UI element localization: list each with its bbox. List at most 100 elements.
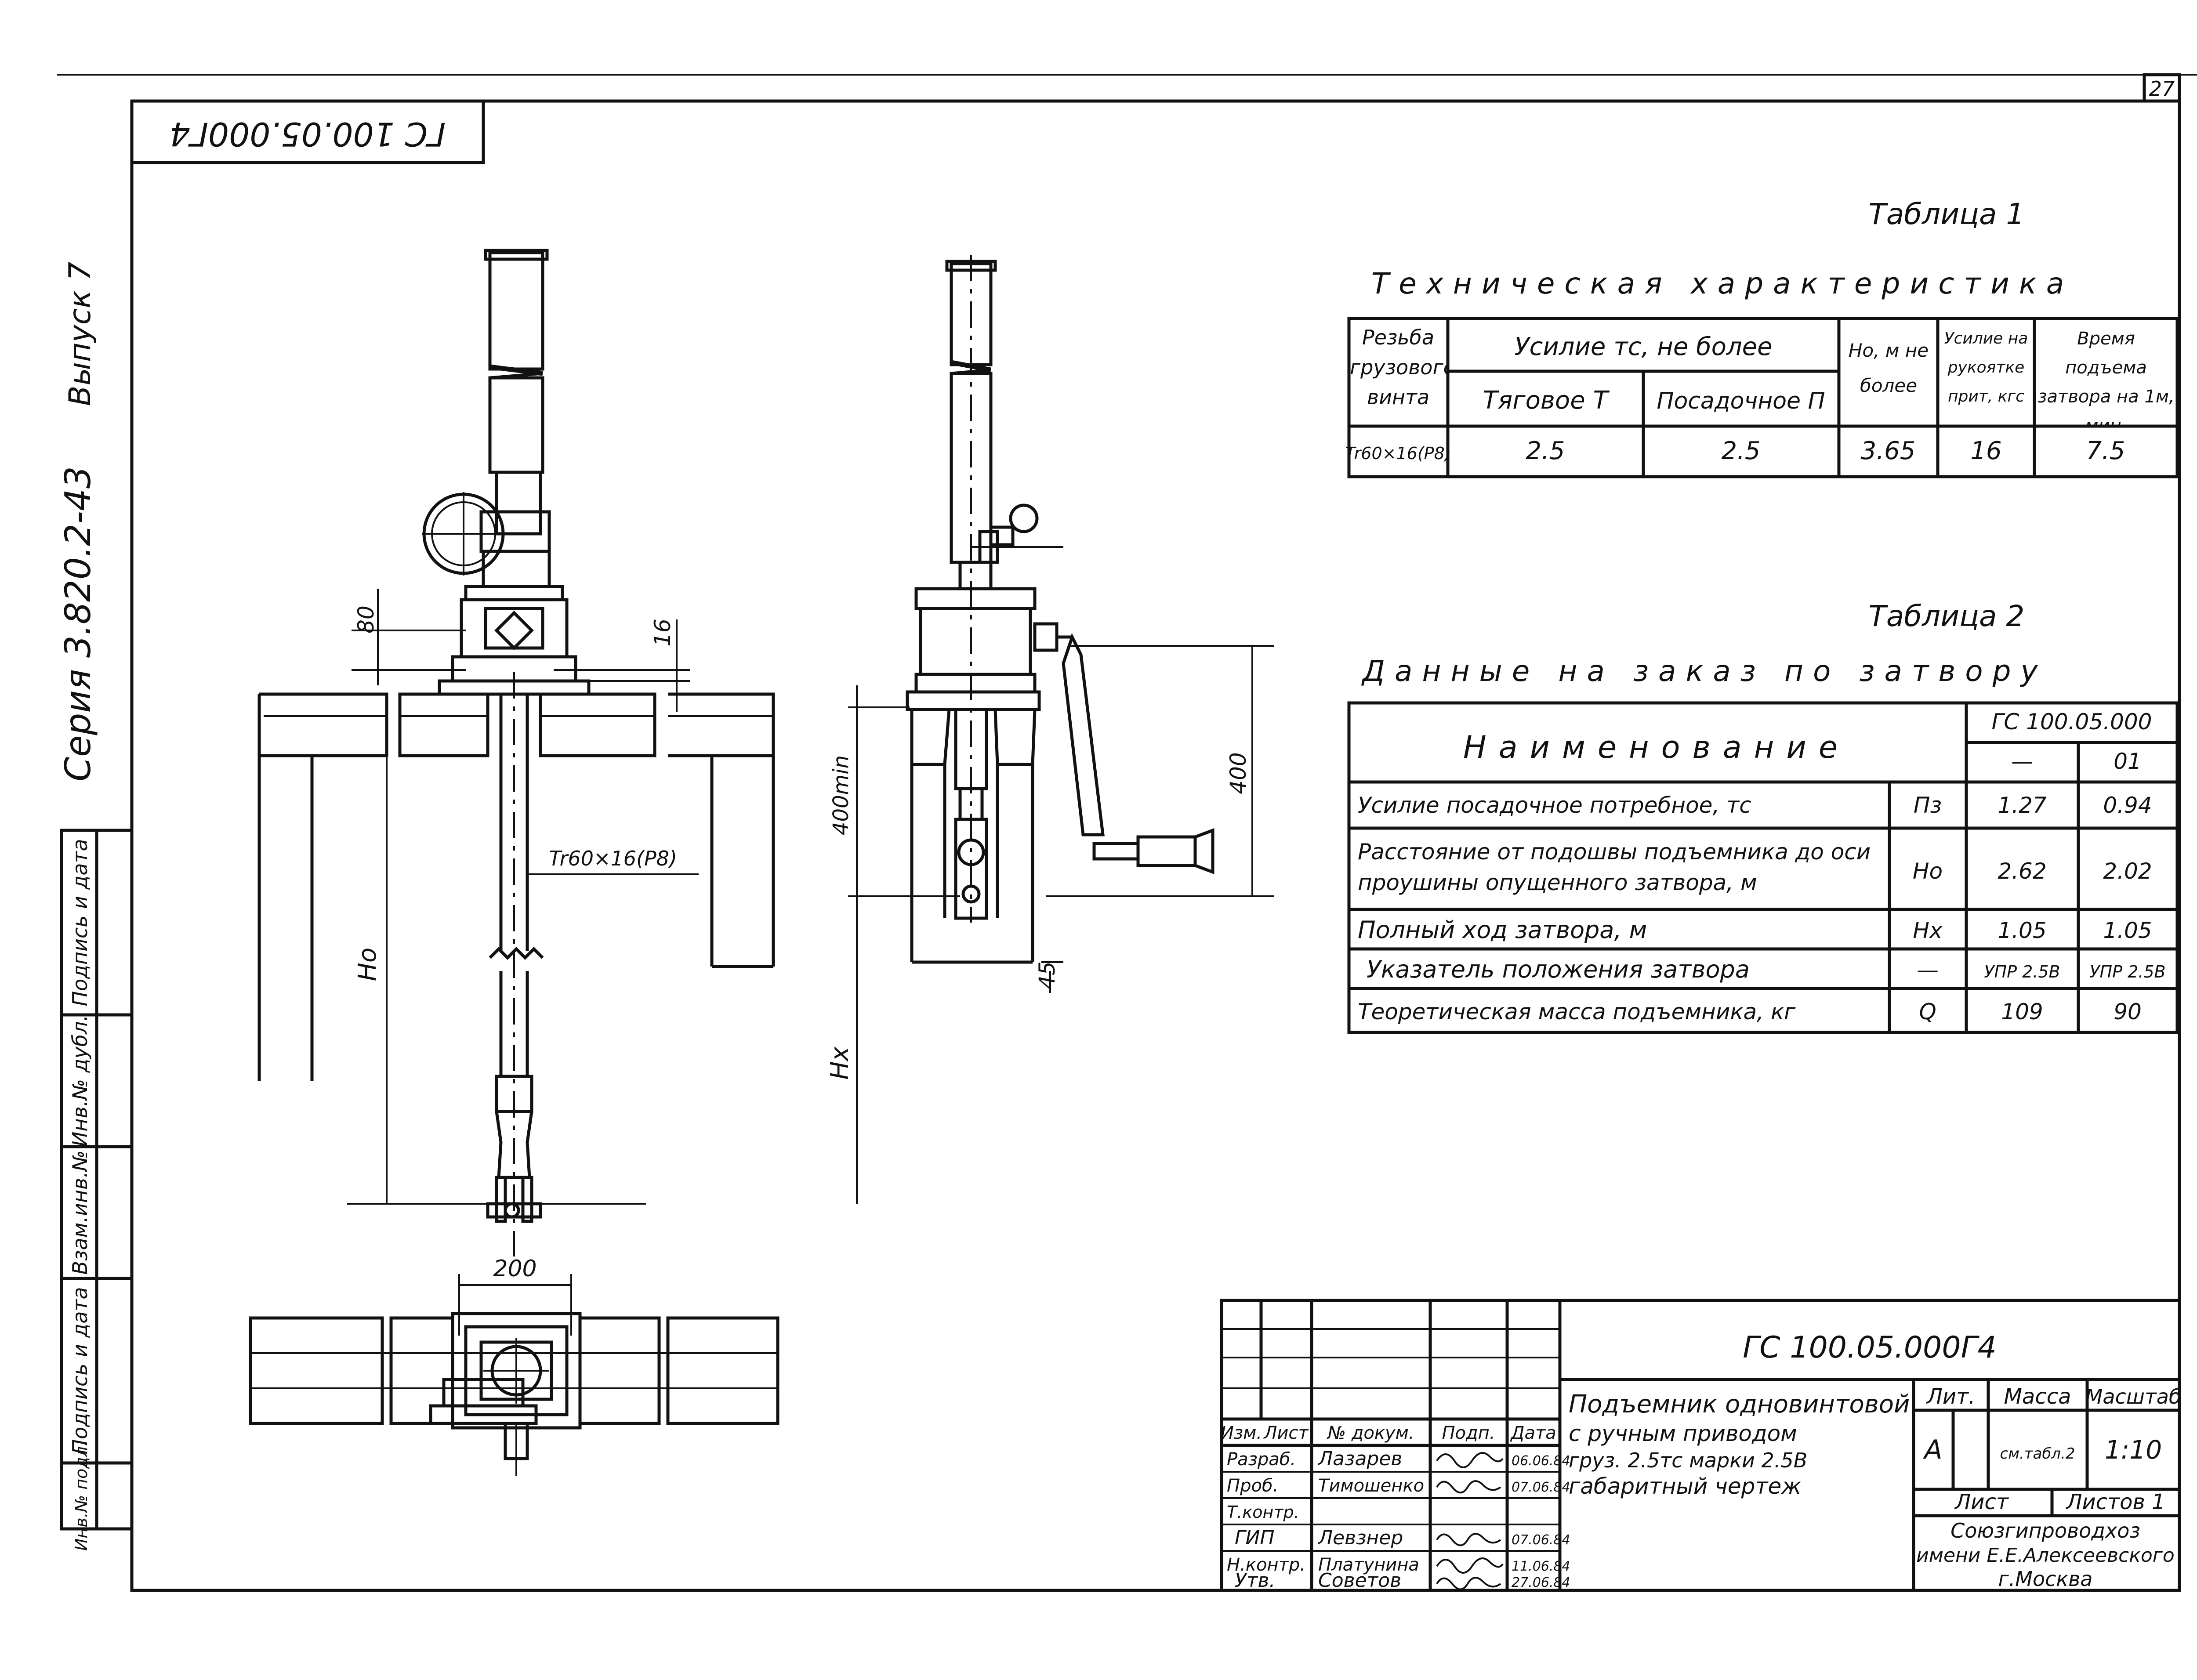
dim-400min: 400min	[829, 755, 853, 835]
table1-cell-landing: 2.5	[1721, 437, 1760, 465]
table1-head-handle: Усилие на рукоятке прит, кгс	[1944, 329, 2028, 406]
table2-grid	[1347, 701, 2179, 1034]
table1-title: Техническая характеристика	[1371, 267, 2074, 301]
table2-row-5-sym: Q	[1919, 999, 1936, 1025]
table2-row-3-v1: 1.05	[1998, 918, 2046, 943]
table1-cell-ho: 3.65	[1861, 437, 1916, 465]
table1-cell-pull: 2.5	[1526, 437, 1565, 465]
margin-field-sign-date-1: Подпись и дата	[68, 839, 92, 1006]
col-head-izm: Изм.	[1221, 1423, 1262, 1443]
table1-head-handle-cell: Усилие на рукоятке прит, кгс	[1944, 329, 2028, 406]
table2-row-2-name-cell: Расстояние от подошвы подъемника до оси …	[1358, 839, 1871, 895]
front-view-drawing	[257, 249, 775, 1256]
table1-cell-thread: Tr60×16(P8)	[1345, 444, 1451, 463]
title-line-1: Подъемник одновинтовой	[1569, 1390, 1910, 1419]
mass-label: Масса	[2004, 1384, 2071, 1409]
role-1-name: Лазарев	[1317, 1448, 1402, 1470]
plan-view-drawing	[249, 1274, 779, 1476]
dim-hx: Нх	[826, 1046, 854, 1080]
table2-row-2-name: Расстояние от подошвы подъемника до оси …	[1358, 839, 1871, 895]
role-5-signature	[1436, 1557, 1504, 1574]
series-label: Серия 3.820.2-43	[58, 466, 98, 781]
title-doc-number: ГС 100.05.000Г4	[1743, 1330, 1996, 1365]
table2-row-4-v1: УПР 2.5В	[1984, 962, 2060, 981]
margin-field-inv-dup: Инв.№ дубл.	[68, 1015, 92, 1147]
role-2-name: Тимошенко	[1318, 1476, 1424, 1496]
table1-head-force: Усилие тс, не более	[1514, 333, 1772, 361]
role-6-signature	[1436, 1577, 1501, 1590]
scale-label: Масштаб	[2085, 1385, 2182, 1408]
issue-label: Выпуск 7	[63, 262, 98, 406]
lit-value: А	[1922, 1434, 1942, 1465]
table1-cell-handle: 16	[1970, 437, 2001, 465]
side-view-drawing	[848, 255, 1274, 1204]
table2-row-1-sym: Пз	[1914, 793, 1942, 818]
table2-row-3-v2: 1.05	[2103, 918, 2152, 943]
table2-head-name: Наименование	[1463, 729, 1850, 765]
col-head-doc: № докум.	[1327, 1423, 1414, 1443]
table2-row-4-v2: УПР 2.5В	[2089, 962, 2165, 981]
table2-title: Данные на заказ по затвору	[1361, 654, 2047, 688]
dim-16: 16	[650, 619, 675, 647]
role-1-date: 06.06.84	[1512, 1453, 1570, 1469]
role-2-date: 07.06.84	[1512, 1480, 1570, 1495]
role-4-signature	[1436, 1533, 1501, 1546]
table2-row-2-v1: 2.62	[1998, 858, 2046, 884]
role-4: ГИП	[1235, 1527, 1275, 1549]
margin-field-replace-inv: Взам.инв.№	[68, 1150, 92, 1274]
role-5-date: 11.06.84	[1512, 1559, 1570, 1574]
table1-grid	[1347, 317, 2179, 478]
table2-row-4-sym: —	[1917, 957, 1939, 983]
role-5: Н.контр.	[1227, 1555, 1305, 1575]
table2-row-5-v1: 109	[2001, 999, 2043, 1025]
dim-thread: Tr60×16(P8)	[549, 847, 677, 870]
table1-head-landing: Посадочное П	[1657, 388, 1825, 414]
margin-field-sign-date-2: Подпись и дата	[68, 1287, 92, 1454]
role-5-name: Платунина	[1318, 1555, 1419, 1575]
title-block-grid	[1220, 1299, 2181, 1592]
role-6-date: 27.06.84	[1512, 1575, 1570, 1590]
top-stamp: ГС 100.05.000Г4	[130, 99, 485, 164]
title-line-3: груз. 2.5тс марки 2.5В	[1569, 1448, 1807, 1472]
table2-row-5-name: Теоретическая масса подъемника, кг	[1358, 999, 1796, 1025]
table1-caption: Таблица 1	[1869, 197, 2025, 231]
left-margin: Серия 3.820.2-43 Выпуск 7 Подпись и дата…	[58, 262, 134, 1551]
table1-head-time: Время подъема затвора на 1м, мин.	[2037, 329, 2175, 425]
dim-200: 200	[493, 1256, 537, 1282]
lit-label: Лит.	[1926, 1384, 1976, 1409]
table1-head-thread: Резьба грузового винта	[1350, 326, 1447, 409]
table2-head-code: ГС 100.05.000	[1992, 709, 2152, 735]
table2-row-5-v2: 90	[2114, 999, 2142, 1025]
role-2-signature	[1436, 1480, 1501, 1494]
col-head-date: Дата	[1510, 1423, 1556, 1443]
role-6-name: Советов	[1318, 1569, 1401, 1592]
top-stamp-text: ГС 100.05.000Г4	[170, 115, 446, 152]
table2-row-1-name: Усилие посадочное потребное, тс	[1358, 793, 1751, 818]
dim-45: 45	[1034, 961, 1060, 989]
sheets-label: Листов 1	[2065, 1490, 2165, 1514]
role-6: Утв.	[1235, 1569, 1275, 1592]
role-4-name: Левзнер	[1317, 1527, 1403, 1549]
title-line-2: с ручным приводом	[1569, 1421, 1797, 1446]
sheet-label: Лист	[1954, 1490, 2009, 1514]
dim-400: 400	[1225, 752, 1251, 794]
scale-value: 1:10	[2105, 1435, 2162, 1465]
title-line-4: габаритный чертеж	[1569, 1474, 1801, 1499]
role-4-date: 07.06.84	[1512, 1532, 1570, 1548]
role-1-signature	[1436, 1452, 1504, 1468]
table2-row-3-sym: Нх	[1913, 918, 1943, 943]
table2-row-3-name: Полный ход затвора, м	[1358, 916, 1647, 944]
org-line-1: Союзгипроводхоз	[1950, 1519, 2140, 1542]
role-1: Разраб.	[1227, 1449, 1296, 1470]
table1-cell-time: 7.5	[2086, 437, 2125, 465]
table2-row-1-v2: 0.94	[2103, 793, 2152, 818]
table2-subcol-1: —	[2011, 749, 2033, 774]
table1-head-ho: Но, м не более	[1848, 340, 1929, 396]
org-line-2: имени Е.Е.Алексеевского	[1916, 1544, 2175, 1567]
table2-subcol-2: 01	[2114, 749, 2142, 774]
mass-value: см.табл.2	[2000, 1445, 2075, 1463]
col-head-sign: Подп.	[1442, 1423, 1495, 1443]
dim-80: 80	[353, 605, 379, 634]
org-line-3: г.Москва	[1998, 1567, 2093, 1591]
